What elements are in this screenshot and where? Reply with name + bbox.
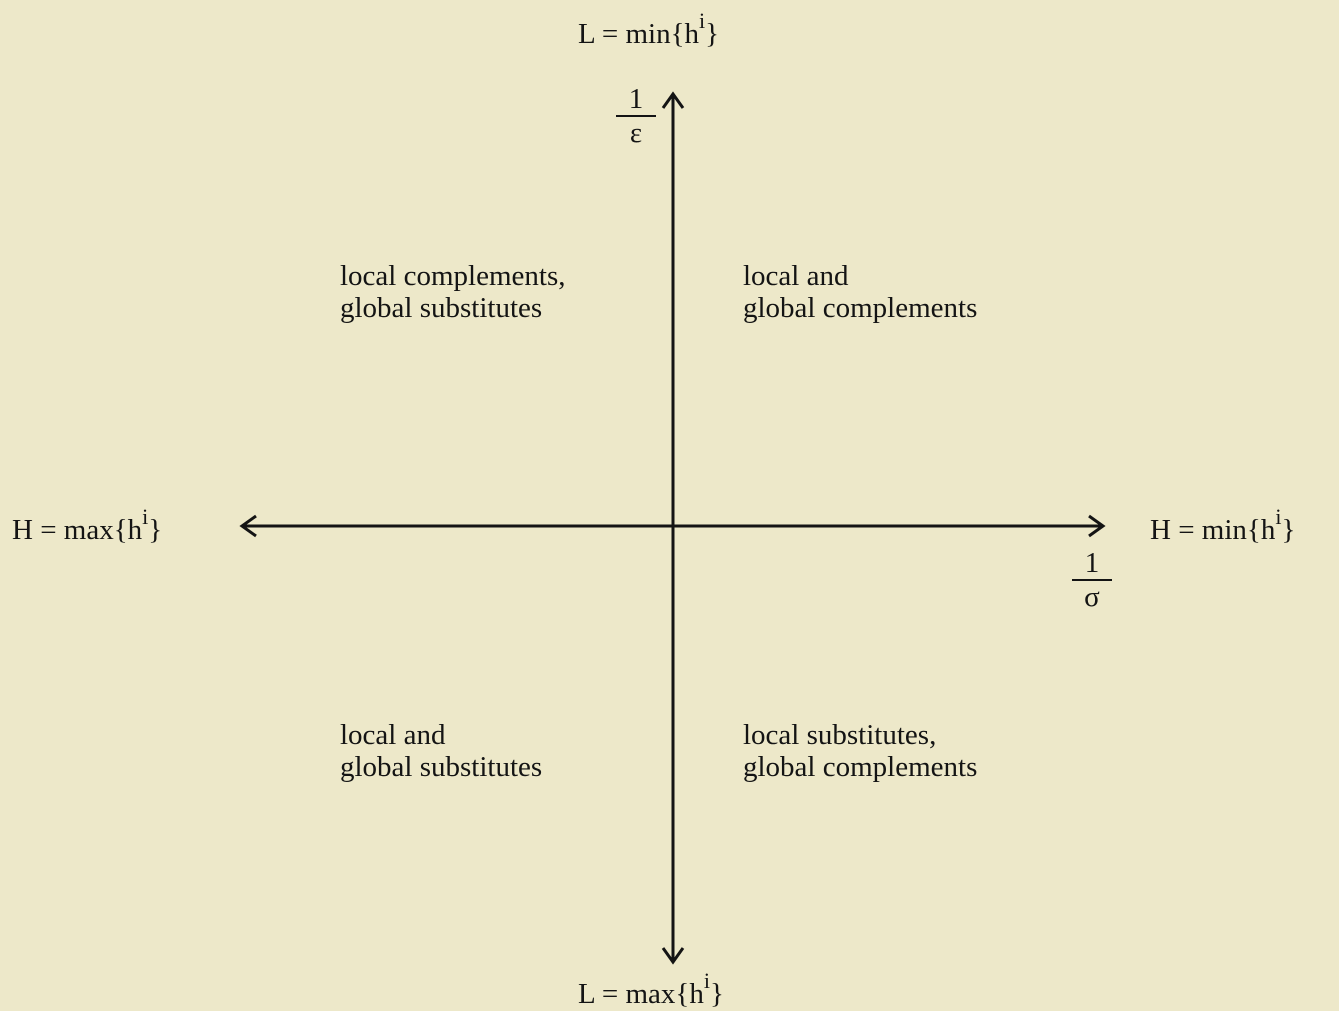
horizontal-axis-fraction-denominator: σ [1084,581,1100,613]
vertical-axis-fraction-denominator: ε [629,117,643,149]
top-axis-label-prefix: L = min{h [578,18,700,50]
quadrant-top-left-line2: global substitutes [340,292,543,324]
vertical-axis-fraction: 1 ε [616,84,656,148]
top-axis-label-superscript: i [699,8,706,34]
left-axis-label-superscript: i [142,504,149,530]
quadrant-bottom-right-line1: local substitutes, [743,719,937,751]
vertical-axis-fraction-numerator: 1 [616,84,656,117]
right-axis-label-suffix: } [1281,514,1296,546]
quadrant-bottom-left-line1: local and [340,719,446,751]
bottom-axis-label-superscript: i [703,968,710,994]
quadrant-top-right-label: local and global complements [743,260,977,324]
horizontal-axis-left-arrowhead [239,514,257,538]
quadrant-top-left-line1: local complements, [340,260,566,292]
horizontal-axis-fraction-numerator: 1 [1072,548,1112,581]
bottom-axis-label-prefix: L = max{h [578,978,704,1010]
quadrant-top-right-line1: local and [743,260,849,292]
bottom-axis-label-suffix: } [709,978,724,1010]
quadrant-bottom-left-label: local and global substitutes [340,719,542,783]
top-axis-label: L = min{hi} [578,10,720,50]
horizontal-axis-right-arrowhead [1088,514,1106,538]
quadrant-top-left-label: local complements, global substitutes [340,260,566,324]
right-axis-label-prefix: H = min{h [1150,514,1276,546]
left-axis-label-prefix: H = max{h [12,514,143,546]
bottom-axis-label: L = max{hi} [578,970,724,1010]
quadrant-bottom-right-label: local substitutes, global complements [743,719,977,783]
right-axis-label-superscript: i [1275,504,1282,530]
quadrant-top-right-line2: global complements [743,292,978,324]
right-axis-label: H = min{hi} [1150,506,1296,546]
quadrant-bottom-right-line2: global complements [743,751,978,783]
quadrant-bottom-left-line2: global substitutes [340,751,543,783]
vertical-axis-top-arrowhead [661,91,685,109]
top-axis-label-suffix: } [705,18,720,50]
horizontal-axis-fraction: 1 σ [1072,548,1112,612]
vertical-axis-bottom-arrowhead [661,947,685,965]
left-axis-label-suffix: } [148,514,163,546]
left-axis-label: H = max{hi} [12,506,163,546]
